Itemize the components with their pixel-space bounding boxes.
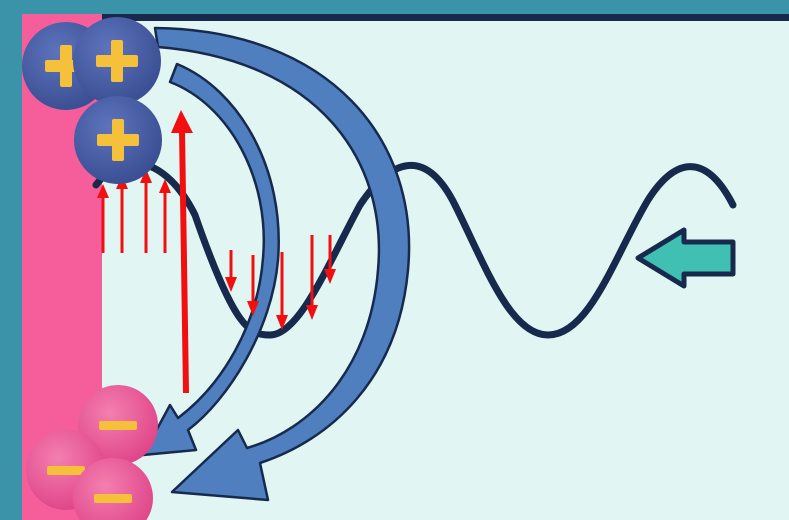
- minus-charge-icon: [78, 385, 158, 465]
- minus-charge-icon: [73, 458, 153, 520]
- negative-charges: [26, 385, 158, 520]
- plus-charge-icon: [74, 96, 162, 184]
- down-field-arrows: [225, 235, 336, 330]
- up-field-arrow: [97, 184, 109, 253]
- down-field-arrow: [247, 255, 259, 316]
- left-arrow-icon: [635, 227, 736, 289]
- positive-charges: [22, 17, 162, 184]
- down-field-arrow: [306, 235, 318, 320]
- up-field-arrow: [159, 179, 171, 253]
- up-field-arrow: [140, 169, 152, 253]
- outer-curved-arrow: [153, 26, 411, 502]
- wave-curve: [92, 159, 737, 339]
- down-field-arrow: [276, 252, 288, 330]
- up-field-arrows: [97, 169, 171, 253]
- plus-charge-icon: [73, 17, 161, 105]
- down-field-arrow: [225, 250, 237, 292]
- top-border: [22, 14, 789, 21]
- down-field-arrow: [324, 235, 336, 284]
- long-field-arrow: [171, 110, 193, 394]
